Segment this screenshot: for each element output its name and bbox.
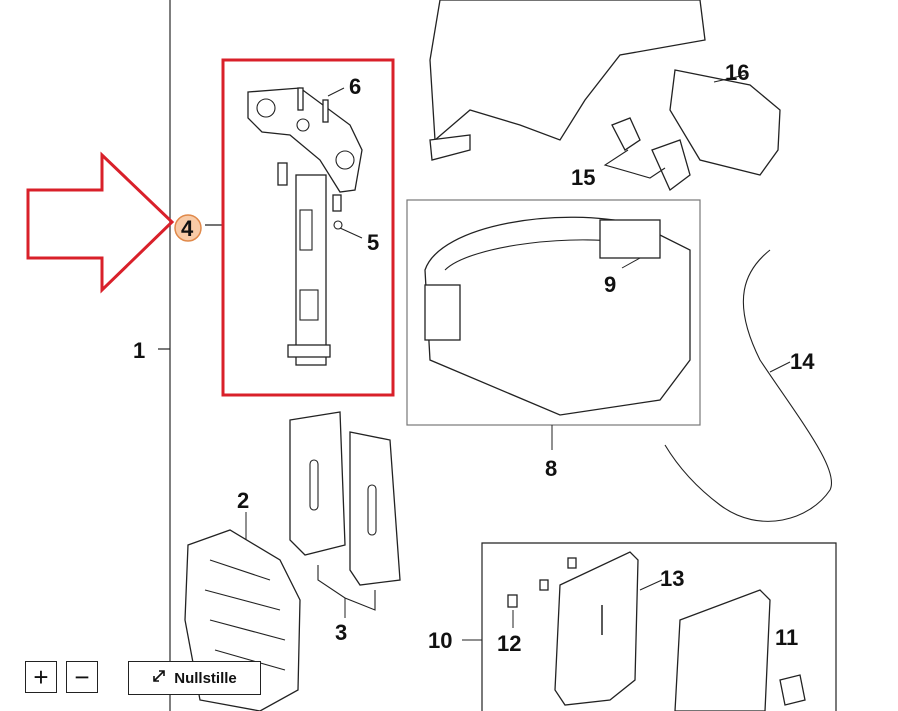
zoom-in-button[interactable]: + [25, 661, 57, 693]
expand-arrows-icon [152, 669, 166, 687]
callout-12[interactable]: 12 [497, 631, 521, 656]
zoom-out-button[interactable]: − [66, 661, 98, 693]
callout-16[interactable]: 16 [725, 60, 749, 85]
selected-callout-marker[interactable] [174, 214, 202, 242]
callout-10[interactable]: 10 [428, 628, 452, 653]
callout-5[interactable]: 5 [367, 230, 379, 255]
callout-8[interactable]: 8 [545, 456, 557, 481]
callout-14[interactable]: 14 [790, 349, 815, 374]
callout-2[interactable]: 2 [237, 488, 249, 513]
part-4-illustration[interactable] [247, 87, 363, 366]
part-14-strap-illustration[interactable] [664, 249, 832, 522]
highlight-box-part-4[interactable] [221, 58, 395, 397]
callout-4[interactable]: 4 [181, 216, 194, 241]
reset-zoom-button[interactable]: Nullstille [128, 661, 261, 695]
part-10-frame [481, 542, 837, 711]
callout-9[interactable]: 9 [604, 272, 616, 297]
callout-1[interactable]: 1 [133, 338, 145, 363]
part-10-illustration[interactable] [507, 551, 806, 711]
callout-11[interactable]: 11 [775, 625, 798, 650]
callout-6[interactable]: 6 [349, 74, 361, 99]
callout-13[interactable]: 13 [660, 566, 684, 591]
part-3-pads-illustration[interactable] [289, 411, 401, 586]
part-8-belt-illustration[interactable] [424, 216, 691, 416]
callout-3[interactable]: 3 [335, 620, 347, 645]
callout-15[interactable]: 15 [571, 165, 595, 190]
part-8-frame [406, 199, 701, 426]
harness-top-illustration[interactable] [429, 0, 781, 192]
reset-label: Nullstille [174, 669, 237, 687]
pointer-arrow [26, 151, 175, 294]
